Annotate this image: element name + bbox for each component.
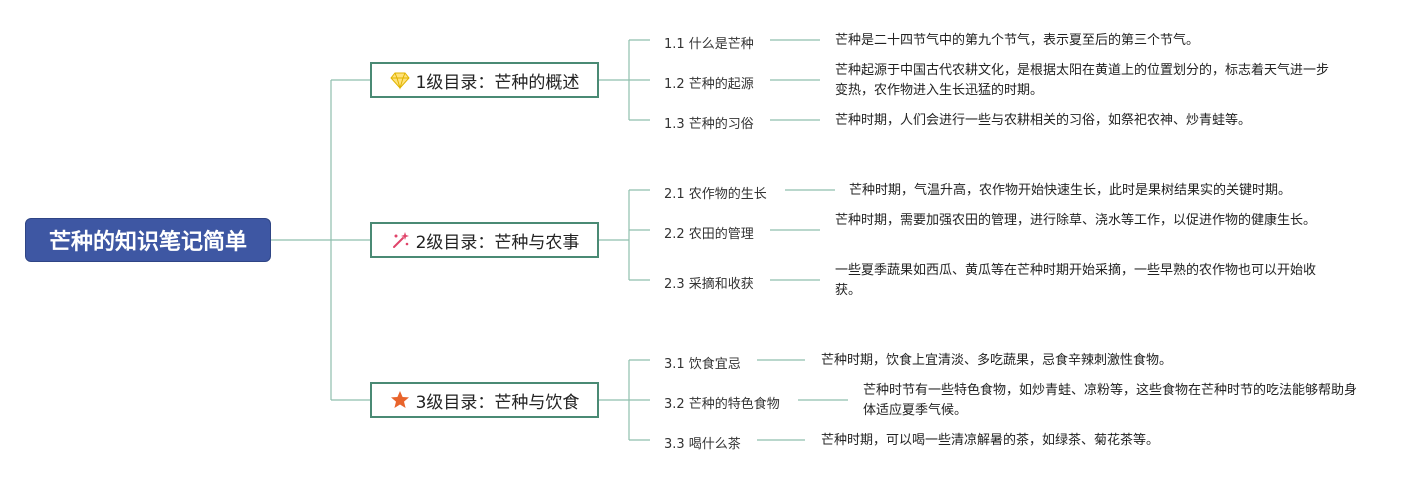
star-icon — [390, 390, 410, 410]
subtopic-2-2[interactable]: 2.2 农田的管理 — [664, 227, 754, 242]
branch-title: 2级目录：芒种与农事 — [415, 232, 580, 253]
subtopic-1-2[interactable]: 1.2 芒种的起源 — [664, 77, 754, 92]
subtopic-description: 芒种是二十四节气中的第九个节气，表示夏至后的第三个节气。 — [835, 33, 1200, 48]
subtopic-description: 芒种时期，需要加强农田的管理，进行除草、浇水等工作，以促进作物的健康生长。 — [835, 213, 1317, 228]
subtopic-1-3[interactable]: 1.3 芒种的习俗 — [664, 117, 754, 132]
subtopic-description: 芒种时期，气温升高，农作物开始快速生长，此时是果树结果实的关键时期。 — [849, 183, 1292, 198]
subtopic-1-1[interactable]: 1.1 什么是芒种 — [664, 37, 754, 52]
branch-topic-2[interactable]: 2级目录：芒种与农事 — [370, 222, 599, 258]
subtopic-description: 芒种时期，可以喝一些清凉解暑的茶，如绿茶、菊花茶等。 — [821, 433, 1160, 448]
root-topic[interactable]: 芒种的知识笔记简单 — [25, 218, 271, 262]
subtopic-description: 芒种时节有一些特色食物，如炒青蛙、凉粉等，这些食物在芒种时节的吃法能够帮助身体适… — [863, 383, 1358, 418]
subtopic-description: 芒种时期，人们会进行一些与农耕相关的习俗，如祭祀农神、炒青蛙等。 — [835, 113, 1252, 128]
gem-icon — [389, 70, 410, 90]
subtopic-2-1[interactable]: 2.1 农作物的生长 — [664, 187, 767, 202]
branch-title: 3级目录：芒种与饮食 — [415, 392, 580, 413]
subtopic-description: 一些夏季蔬果如西瓜、黄瓜等在芒种时期开始采摘，一些早熟的农作物也可以开始收获。 — [835, 263, 1317, 298]
sparkle-wand-icon — [390, 230, 410, 250]
branch-title: 1级目录：芒种的概述 — [415, 72, 580, 93]
subtopic-description: 芒种时期，饮食上宜清淡、多吃蔬果，忌食辛辣刺激性食物。 — [821, 353, 1173, 368]
branch-topic-3[interactable]: 3级目录：芒种与饮食 — [370, 382, 599, 418]
root-title: 芒种的知识笔记简单 — [48, 230, 247, 255]
branch-topic-1[interactable]: 1级目录：芒种的概述 — [370, 62, 599, 98]
subtopic-3-2[interactable]: 3.2 芒种的特色食物 — [664, 397, 780, 412]
subtopic-3-3[interactable]: 3.3 喝什么茶 — [664, 437, 741, 452]
subtopic-3-1[interactable]: 3.1 饮食宜忌 — [664, 357, 741, 372]
subtopic-2-3[interactable]: 2.3 采摘和收获 — [664, 277, 754, 292]
subtopic-description: 芒种起源于中国古代农耕文化，是根据太阳在黄道上的位置划分的，标志着天气进一步变热… — [835, 63, 1330, 98]
